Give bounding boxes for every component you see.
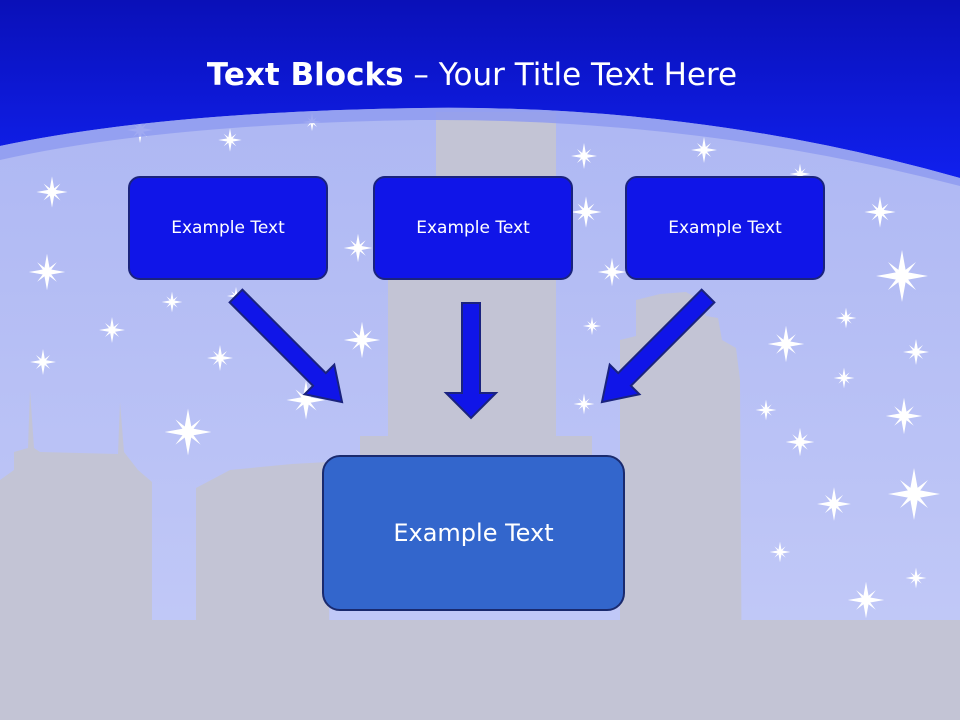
- text-block-top-right-label: Example Text: [668, 218, 782, 238]
- title-rest: Your Title Text Here: [438, 57, 738, 93]
- title-bold: Text Blocks: [206, 57, 404, 93]
- title-dash: –: [403, 57, 439, 93]
- text-block-bottom[interactable]: Example Text: [322, 455, 625, 611]
- header-band: [0, 0, 960, 186]
- text-block-top-left[interactable]: Example Text: [128, 176, 328, 280]
- slide-title: Text Blocks – Your Title Text Here: [0, 54, 944, 96]
- text-block-top-right[interactable]: Example Text: [625, 176, 825, 280]
- text-block-top-center[interactable]: Example Text: [373, 176, 573, 280]
- text-block-top-center-label: Example Text: [416, 218, 530, 238]
- text-block-top-left-label: Example Text: [171, 218, 285, 238]
- text-block-bottom-label: Example Text: [393, 519, 554, 547]
